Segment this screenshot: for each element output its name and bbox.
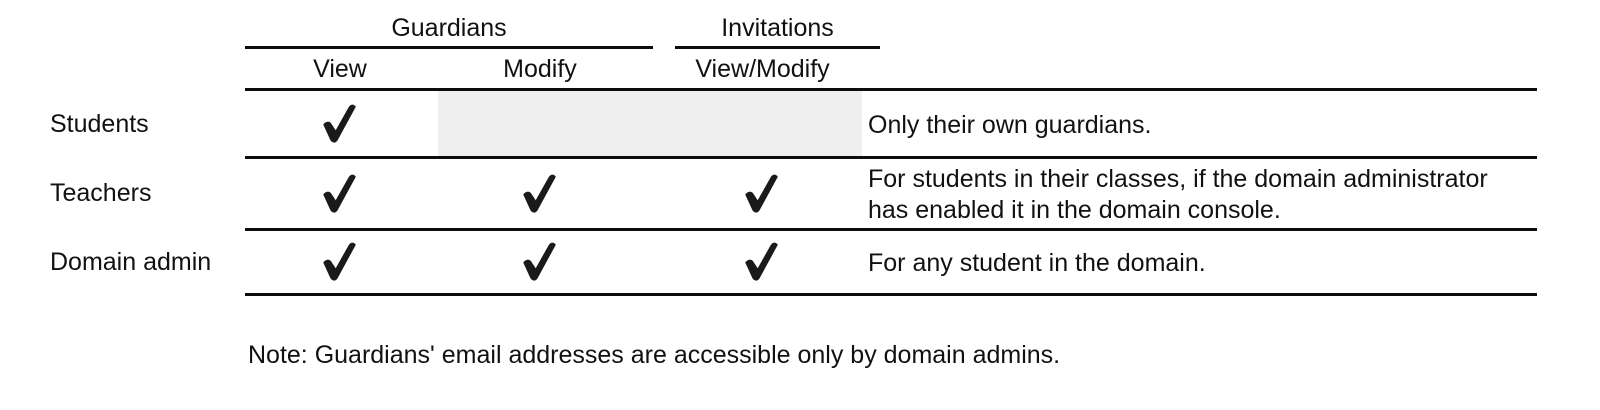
column-header-view-modify: View/Modify: [695, 55, 830, 83]
row-rule-students: [245, 156, 1537, 159]
row-description-students: Only their own guardians.: [868, 111, 1152, 139]
column-header-view: View: [313, 55, 367, 83]
checkmark-teachers-invitations-view-modify: [739, 171, 785, 217]
group-header-guardians: Guardians: [391, 14, 507, 42]
cell-students-modify-disabled: [438, 91, 862, 156]
table-bottom-rule: [245, 293, 1537, 296]
group-rule-invitations: [675, 46, 880, 49]
checkmark-students-guardians-view: [317, 101, 363, 147]
group-header-invitations: Invitations: [721, 14, 834, 42]
checkmark-teachers-guardians-view: [317, 171, 363, 217]
checkmark-domain-admin-guardians-view: [317, 239, 363, 285]
row-rule-teachers: [245, 228, 1537, 231]
row-description-teachers: For students in their classes, if the do…: [868, 165, 1488, 224]
checkmark-domain-admin-invitations-view-modify: [739, 239, 785, 285]
row-label-domain-admin: Domain admin: [50, 248, 212, 276]
row-label-students: Students: [50, 110, 149, 138]
checkmark-domain-admin-guardians-modify: [517, 239, 563, 285]
table-footnote: Note: Guardians' email addresses are acc…: [248, 341, 1061, 369]
table-header-rule: [245, 88, 1537, 91]
group-rule-guardians: [245, 46, 653, 49]
column-header-modify: Modify: [503, 55, 577, 83]
row-label-teachers: Teachers: [50, 179, 152, 207]
checkmark-teachers-guardians-modify: [517, 171, 563, 217]
row-description-domain-admin: For any student in the domain.: [868, 249, 1206, 277]
